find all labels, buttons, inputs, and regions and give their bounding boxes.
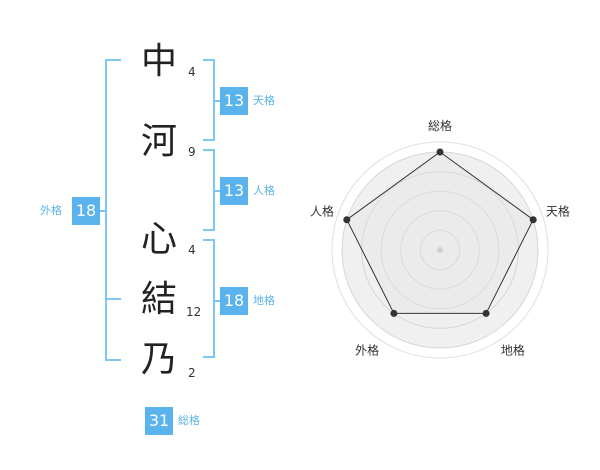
name-char-3: 心 [140,219,177,260]
radar-point-2 [482,309,490,317]
badge-jin-value: 13 [220,177,248,205]
badge-ten-label: 天格 [253,94,275,107]
radar-ring-2 [400,210,480,290]
radar-point-0 [436,148,444,156]
stroke-count-3: 4 [188,243,196,257]
badge-chi-value: 18 [220,287,248,315]
radar-axis-label-1: 天格 [546,204,570,219]
radar-outer-ring [331,141,549,359]
radar-axis-label-0: 総格 [428,118,452,133]
badge-sou-label: 総格 [178,414,200,427]
badge-gai-label: 外格 [40,204,62,217]
badge-jin-label: 人格 [253,184,275,197]
name-char-4: 結 [140,279,177,320]
stroke-count-4: 12 [186,305,202,319]
radar-axis-label-4: 人格 [310,204,334,219]
name-char-5: 乃 [140,339,177,380]
badge-gai-value: 18 [72,197,100,225]
stroke-count-2: 9 [188,145,196,159]
stroke-count-1: 4 [188,65,196,79]
radar-axis-label-2: 地格 [501,342,525,357]
bracket-chi [203,239,215,358]
radar-axis-label-3: 外格 [355,342,379,357]
radar-center-dot [437,247,443,253]
radar-point-3 [390,309,398,317]
radar-ring-3 [380,190,500,310]
radar-rings [331,141,549,359]
badge-ten-value: 13 [220,87,248,115]
radar-polygon [346,151,534,314]
radar-ring-1 [419,229,461,271]
radar-points [343,148,537,317]
name-char-2: 河 [140,121,177,162]
stroke-count-5: 2 [188,366,196,380]
badge-sou-value: 31 [145,407,173,435]
badge-chi-label: 地格 [253,294,275,307]
radar-polygon-group [346,151,534,314]
radar-point-1 [529,216,537,224]
radar-point-4 [343,216,351,224]
name-char-1: 中 [140,41,177,82]
